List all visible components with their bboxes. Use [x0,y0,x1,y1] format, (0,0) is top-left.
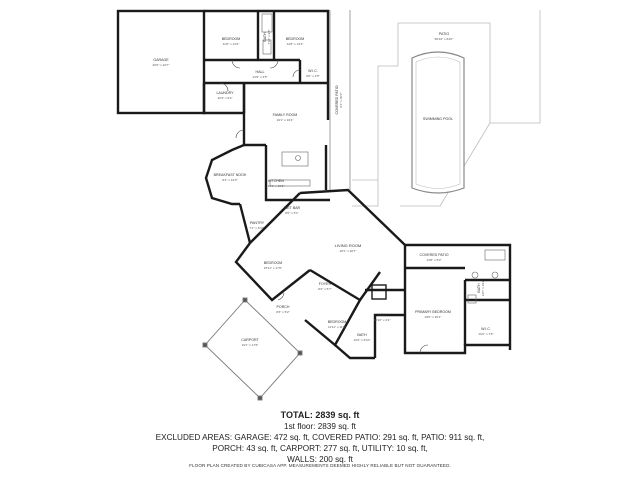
room-label-pantry-dim: 7'1" x 6'10" [249,226,264,230]
room-label-bedroom-nw-dim: 11'6" x 13'2" [223,42,240,46]
room-label-bath-e-dim: 14'0" x 9'11" [481,280,485,297]
covered-patio-east [329,10,351,190]
room-label-bedroom-s-dim: 11'11" x 11'9" [328,325,346,329]
room-label-bath-s-dim: 10'2" x 6'10" [354,338,371,342]
room-label-covered-patio-e-dim: 6'1" x 40'0" [339,92,343,107]
room-label-laundry-dim: 10'4" x 6'4" [217,96,232,100]
room-label-bath-n-dim: 7'10" x 9'3" [267,29,271,44]
room-label-bedroom-n-name: BEDROOM [286,37,305,41]
room-label-covered-patio-e-name: COVERED PATIO [335,85,339,114]
room-label-pool-name: SWIMMING POOL [423,117,453,121]
excluded-areas-line-1: EXCLUDED AREAS: GARAGE: 472 sq. ft, COVE… [155,433,485,442]
room-label-porch-name: PORCH [277,305,290,309]
swimming-pool [411,51,465,194]
room-label-bath-n-name: BATH [263,32,267,42]
room-label-primary-dim: 18'0" x 20'1" [425,315,442,319]
room-label-foyer-name: FOYER [319,282,332,286]
room-label-covered-patio-s-name: COVERED PATIO [419,253,448,257]
room-label-porch-dim: 8'3" x 5'2" [276,310,290,314]
room-label-bath-s-name: BATH [357,333,367,337]
room-label-wic-e-dim: 10'2" x 7'6" [478,332,493,336]
room-label-wic-e-name: W.I.C. [481,327,491,331]
room-label-bedroom-s-name: BEDROOM [328,320,347,324]
room-label-bedroom-nw-name: BEDROOM [222,37,241,41]
walls-area: WALLS: 200 sq. ft [287,455,353,464]
room-label-primary-name: PRIMARY BEDROOM [415,310,451,314]
room-label-hall-n-name: HALL [256,70,265,74]
room-label-wic-n-dim: 9'0" x 2'5" [306,74,320,78]
excluded-areas-line-2: PORCH: 43 sq. ft, CARPORT: 277 sq. ft, U… [212,444,428,453]
carport [202,297,303,401]
room-label-foyer-dim: 8'2" x 5'7" [318,287,332,291]
room-label-pantry-name: PANTRY [250,221,265,225]
floor-plan: GARAGE 20'0" x 22'7" BEDROOM 11'6" x 13'… [116,9,541,401]
room-label-carport-dim: 16'1" x 17'6" [242,343,259,347]
room-label-bedroom-n-dim: 12'8" x 13'2" [287,42,304,46]
first-floor-area: 1st floor: 2839 sq. ft [284,422,356,431]
room-label-bedroom-w-name: BEDROOM [264,261,283,265]
room-label-covered-patio-s-dim: 13'8" x 5'0" [426,258,441,262]
walls [116,9,512,360]
room-label-garage-dim: 20'0" x 22'7" [153,63,170,67]
room-labels: GARAGE 20'0" x 22'7" BEDROOM 11'6" x 13'… [153,29,494,347]
room-label-family-name: FAMILY ROOM [273,113,298,117]
room-label-hall-s-name: HALL [378,313,387,317]
door-swings [219,59,429,354]
room-label-wic-n-name: W.I.C. [308,69,318,73]
fixtures [261,13,506,304]
room-label-laundry-name: LAUNDRY [216,91,234,95]
room-label-living-dim: 18'1" x 20'7" [340,249,357,253]
room-label-wet-bar-dim: 8'0" x 5'1" [285,211,299,215]
room-label-bath-e-name: BATH [477,283,481,293]
area-summary: TOTAL: 2839 sq. ft 1st floor: 2839 sq. f… [0,410,640,465]
room-label-carport-name: CARPORT [241,338,259,342]
total-area: TOTAL: 2839 sq. ft [280,410,360,420]
room-label-kitchen-dim: 16'1" x 16'2" [268,184,285,188]
patio-outline [352,10,541,207]
room-label-patio-dim: 50'10" x 64'0" [435,37,454,41]
room-label-kitchen-name: KITCHEN [268,179,284,183]
room-label-breakfast-dim: 8'4" x 12'0" [222,178,237,182]
room-label-bedroom-w-dim: 15'11" x 17'0" [264,266,282,270]
room-label-patio-name: PATIO [439,32,449,36]
footer-disclaimer: FLOOR PLAN CREATED BY CUBICASA APP. MEAS… [189,463,451,468]
room-label-breakfast-name: BREAKFAST NOOK [214,173,247,177]
room-label-wet-bar-name: WET BAR [284,206,301,210]
room-label-hall-n-dim: 13'9" x 3'5" [252,75,267,79]
room-label-garage-name: GARAGE [153,58,169,62]
room-label-hall-s-dim: 10'10" x 4'2" [374,318,391,322]
room-label-living-name: LIVING ROOM [335,243,362,248]
room-label-family-dim: 19'1" x 16'4" [277,118,294,122]
